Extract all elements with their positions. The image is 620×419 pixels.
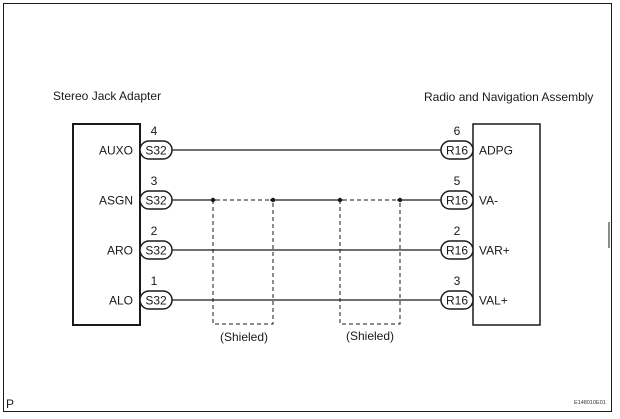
pin-number: 6 xyxy=(454,124,461,138)
pin-number: 2 xyxy=(151,224,158,238)
shield-label-2: (Shieled) xyxy=(346,329,394,343)
connector-r16 xyxy=(440,240,474,260)
connector-s32 xyxy=(139,140,173,160)
junction-dot xyxy=(270,197,276,203)
pin-name: AUXO xyxy=(99,144,133,158)
connector-s32 xyxy=(139,190,173,210)
pin-number: 1 xyxy=(151,274,158,288)
connector-r16 xyxy=(440,140,474,160)
connector-s32 xyxy=(139,240,173,260)
connector-label: S32 xyxy=(145,244,167,258)
connector-label: R16 xyxy=(446,194,468,208)
diagram-frame xyxy=(3,3,612,412)
right-component-title: Radio and Navigation Assembly xyxy=(424,90,593,104)
connector-r16 xyxy=(440,290,474,310)
connector-r16 xyxy=(440,190,474,210)
left-component-title: Stereo Jack Adapter xyxy=(53,89,161,103)
corner-label: P xyxy=(6,397,14,411)
shield-box-1 xyxy=(212,199,274,325)
connector-label: S32 xyxy=(145,144,167,158)
connector-label: R16 xyxy=(446,144,468,158)
connector-label: S32 xyxy=(145,194,167,208)
junction-dot xyxy=(210,197,216,203)
pin-name: VAR+ xyxy=(479,244,510,258)
figure-id: E148010E01 xyxy=(574,400,606,406)
pin-number: 4 xyxy=(151,124,158,138)
pin-number: 5 xyxy=(454,174,461,188)
pin-name: ALO xyxy=(109,294,133,308)
junction-dot xyxy=(337,197,343,203)
pin-number: 3 xyxy=(151,174,158,188)
connector-s32 xyxy=(139,290,173,310)
connector-label: R16 xyxy=(446,244,468,258)
junction-dot xyxy=(397,197,403,203)
pin-name: VA- xyxy=(479,194,498,208)
left-component-box xyxy=(72,123,141,326)
connector-label: R16 xyxy=(446,294,468,308)
pin-name: VAL+ xyxy=(479,294,508,308)
connector-label: S32 xyxy=(145,294,167,308)
pin-name: ASGN xyxy=(99,194,133,208)
pin-name: ADPG xyxy=(479,144,513,158)
pin-number: 2 xyxy=(454,224,461,238)
right-component-box xyxy=(472,123,541,326)
pin-name: ARO xyxy=(107,244,133,258)
shield-label-1: (Shieled) xyxy=(220,330,268,344)
shield-box-2 xyxy=(339,199,401,325)
pin-number: 3 xyxy=(454,274,461,288)
